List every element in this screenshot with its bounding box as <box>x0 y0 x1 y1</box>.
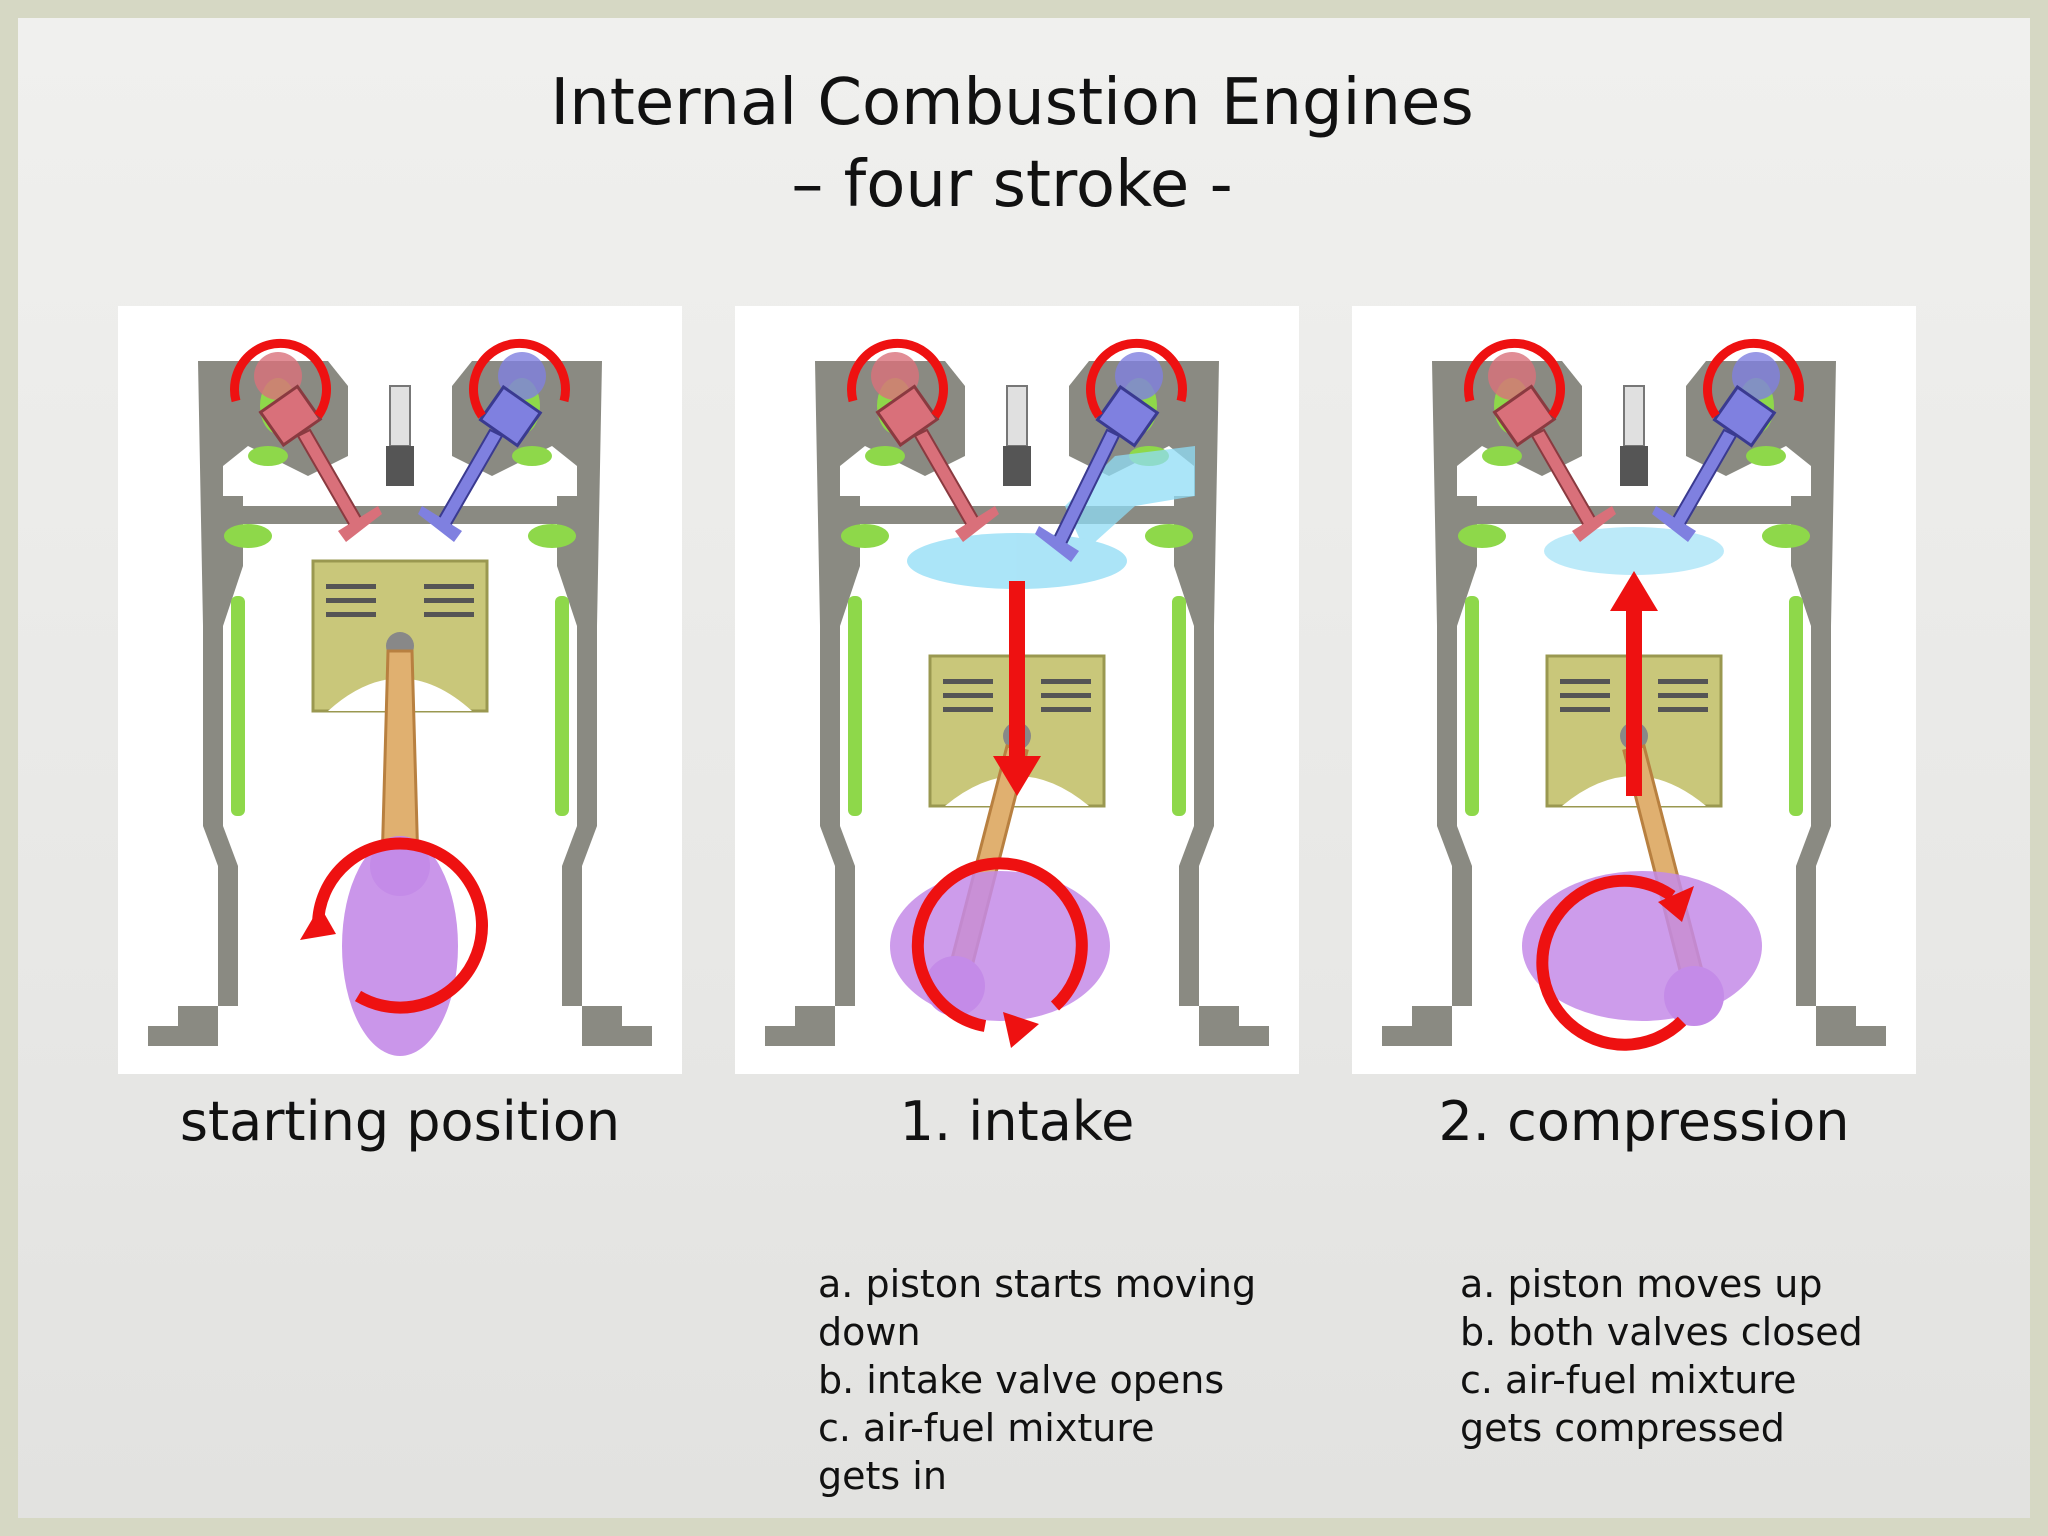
slide-title: Internal Combustion Engines – four strok… <box>0 62 2024 226</box>
connecting-rod <box>380 649 420 868</box>
engine-illustration <box>765 338 1269 1048</box>
exhaust-valve <box>871 352 999 542</box>
downward-motion-arrow <box>993 581 1041 796</box>
air-fuel-mixture <box>1544 527 1724 575</box>
crankshaft <box>342 836 458 1056</box>
note-line: gets compressed <box>1460 1406 1785 1450</box>
cam-rotation-arrows <box>1464 338 1804 419</box>
intake-valve <box>1035 352 1163 562</box>
upward-motion-arrow <box>1610 571 1658 796</box>
note-line: gets in <box>818 1454 947 1498</box>
title-line-1: Internal Combustion Engines <box>550 66 1474 140</box>
intake-notes: a. piston starts moving down b. intake v… <box>818 1260 1256 1500</box>
spark-plug <box>1003 385 1031 486</box>
note-line: c. air-fuel mixture <box>818 1406 1155 1450</box>
note-line: down <box>818 1310 921 1354</box>
exhaust-valve <box>1488 352 1616 542</box>
caption-compression: 2. compression <box>1438 1090 1850 1153</box>
note-line: b. both valves closed <box>1460 1310 1863 1354</box>
engine-illustration <box>1382 338 1886 1051</box>
engine-diagram-starting-position <box>118 306 682 1074</box>
engine-illustration <box>148 338 652 1056</box>
cam-rotation-arrows <box>230 338 570 419</box>
spark-plug <box>1620 385 1648 486</box>
note-line: a. piston moves up <box>1460 1262 1823 1306</box>
compression-notes: a. piston moves up b. both valves closed… <box>1460 1260 1863 1452</box>
rotation-arrow-crank <box>300 837 488 1014</box>
intake-valve <box>418 352 546 542</box>
rotation-arrow-crank <box>911 857 1088 1048</box>
exhaust-valve <box>254 352 382 542</box>
engine-diagram-intake <box>735 306 1299 1074</box>
caption-intake: 1. intake <box>899 1090 1135 1153</box>
note-line: b. intake valve opens <box>818 1358 1225 1402</box>
spark-plug <box>386 385 414 486</box>
engine-diagram-compression <box>1352 306 1916 1074</box>
title-line-2: – four stroke - <box>791 148 1233 222</box>
intake-valve <box>1652 352 1780 542</box>
note-line: c. air-fuel mixture <box>1460 1358 1797 1402</box>
rotation-arrow-crank <box>1536 874 1694 1051</box>
caption-starting-position: starting position <box>179 1090 621 1153</box>
crankshaft <box>1522 871 1762 1026</box>
cam-rotation-arrows <box>847 338 1187 419</box>
note-line: a. piston starts moving <box>818 1262 1257 1306</box>
